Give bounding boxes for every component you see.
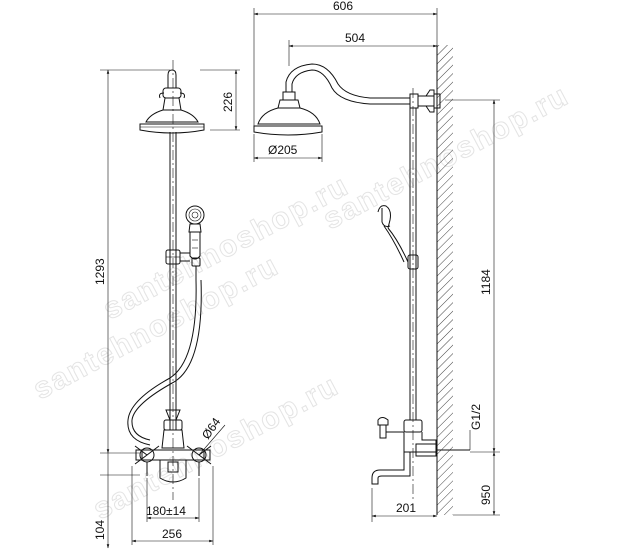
front-hose — [127, 279, 202, 446]
dim-mount-height: 950 — [479, 485, 493, 505]
dim-rail-height: 1184 — [479, 269, 493, 295]
side-shower-head — [253, 91, 323, 136]
side-dimensions: 606 504 Ø205 1184 G1/2 950 201 — [253, 0, 500, 522]
side-mixer — [371, 417, 470, 485]
dim-thread: G1/2 — [469, 404, 483, 430]
wall-hatch — [437, 45, 453, 515]
dim-bottom-offset: 104 — [93, 520, 107, 540]
dim-spout-projection: 201 — [396, 501, 416, 515]
dim-center-distance: 180±14 — [146, 504, 186, 518]
dim-head-height: 226 — [221, 92, 235, 112]
dim-arm-length: 504 — [345, 31, 365, 45]
dim-head-diameter: Ø205 — [268, 143, 298, 157]
side-shower-arm — [285, 63, 441, 113]
front-view — [127, 60, 212, 500]
dim-top-width: 606 — [333, 0, 353, 13]
dim-mixer-width: 256 — [162, 527, 182, 541]
front-shower-head — [139, 69, 205, 134]
dim-total-height: 1293 — [93, 258, 107, 285]
side-hand-shower — [377, 205, 409, 263]
watermark: santehnoshop.ru santehnoshop.ru santehno… — [27, 78, 575, 526]
front-hand-shower — [180, 205, 205, 280]
watermark-text-3: santehnoshop.ru — [88, 369, 345, 526]
side-view — [253, 45, 470, 515]
